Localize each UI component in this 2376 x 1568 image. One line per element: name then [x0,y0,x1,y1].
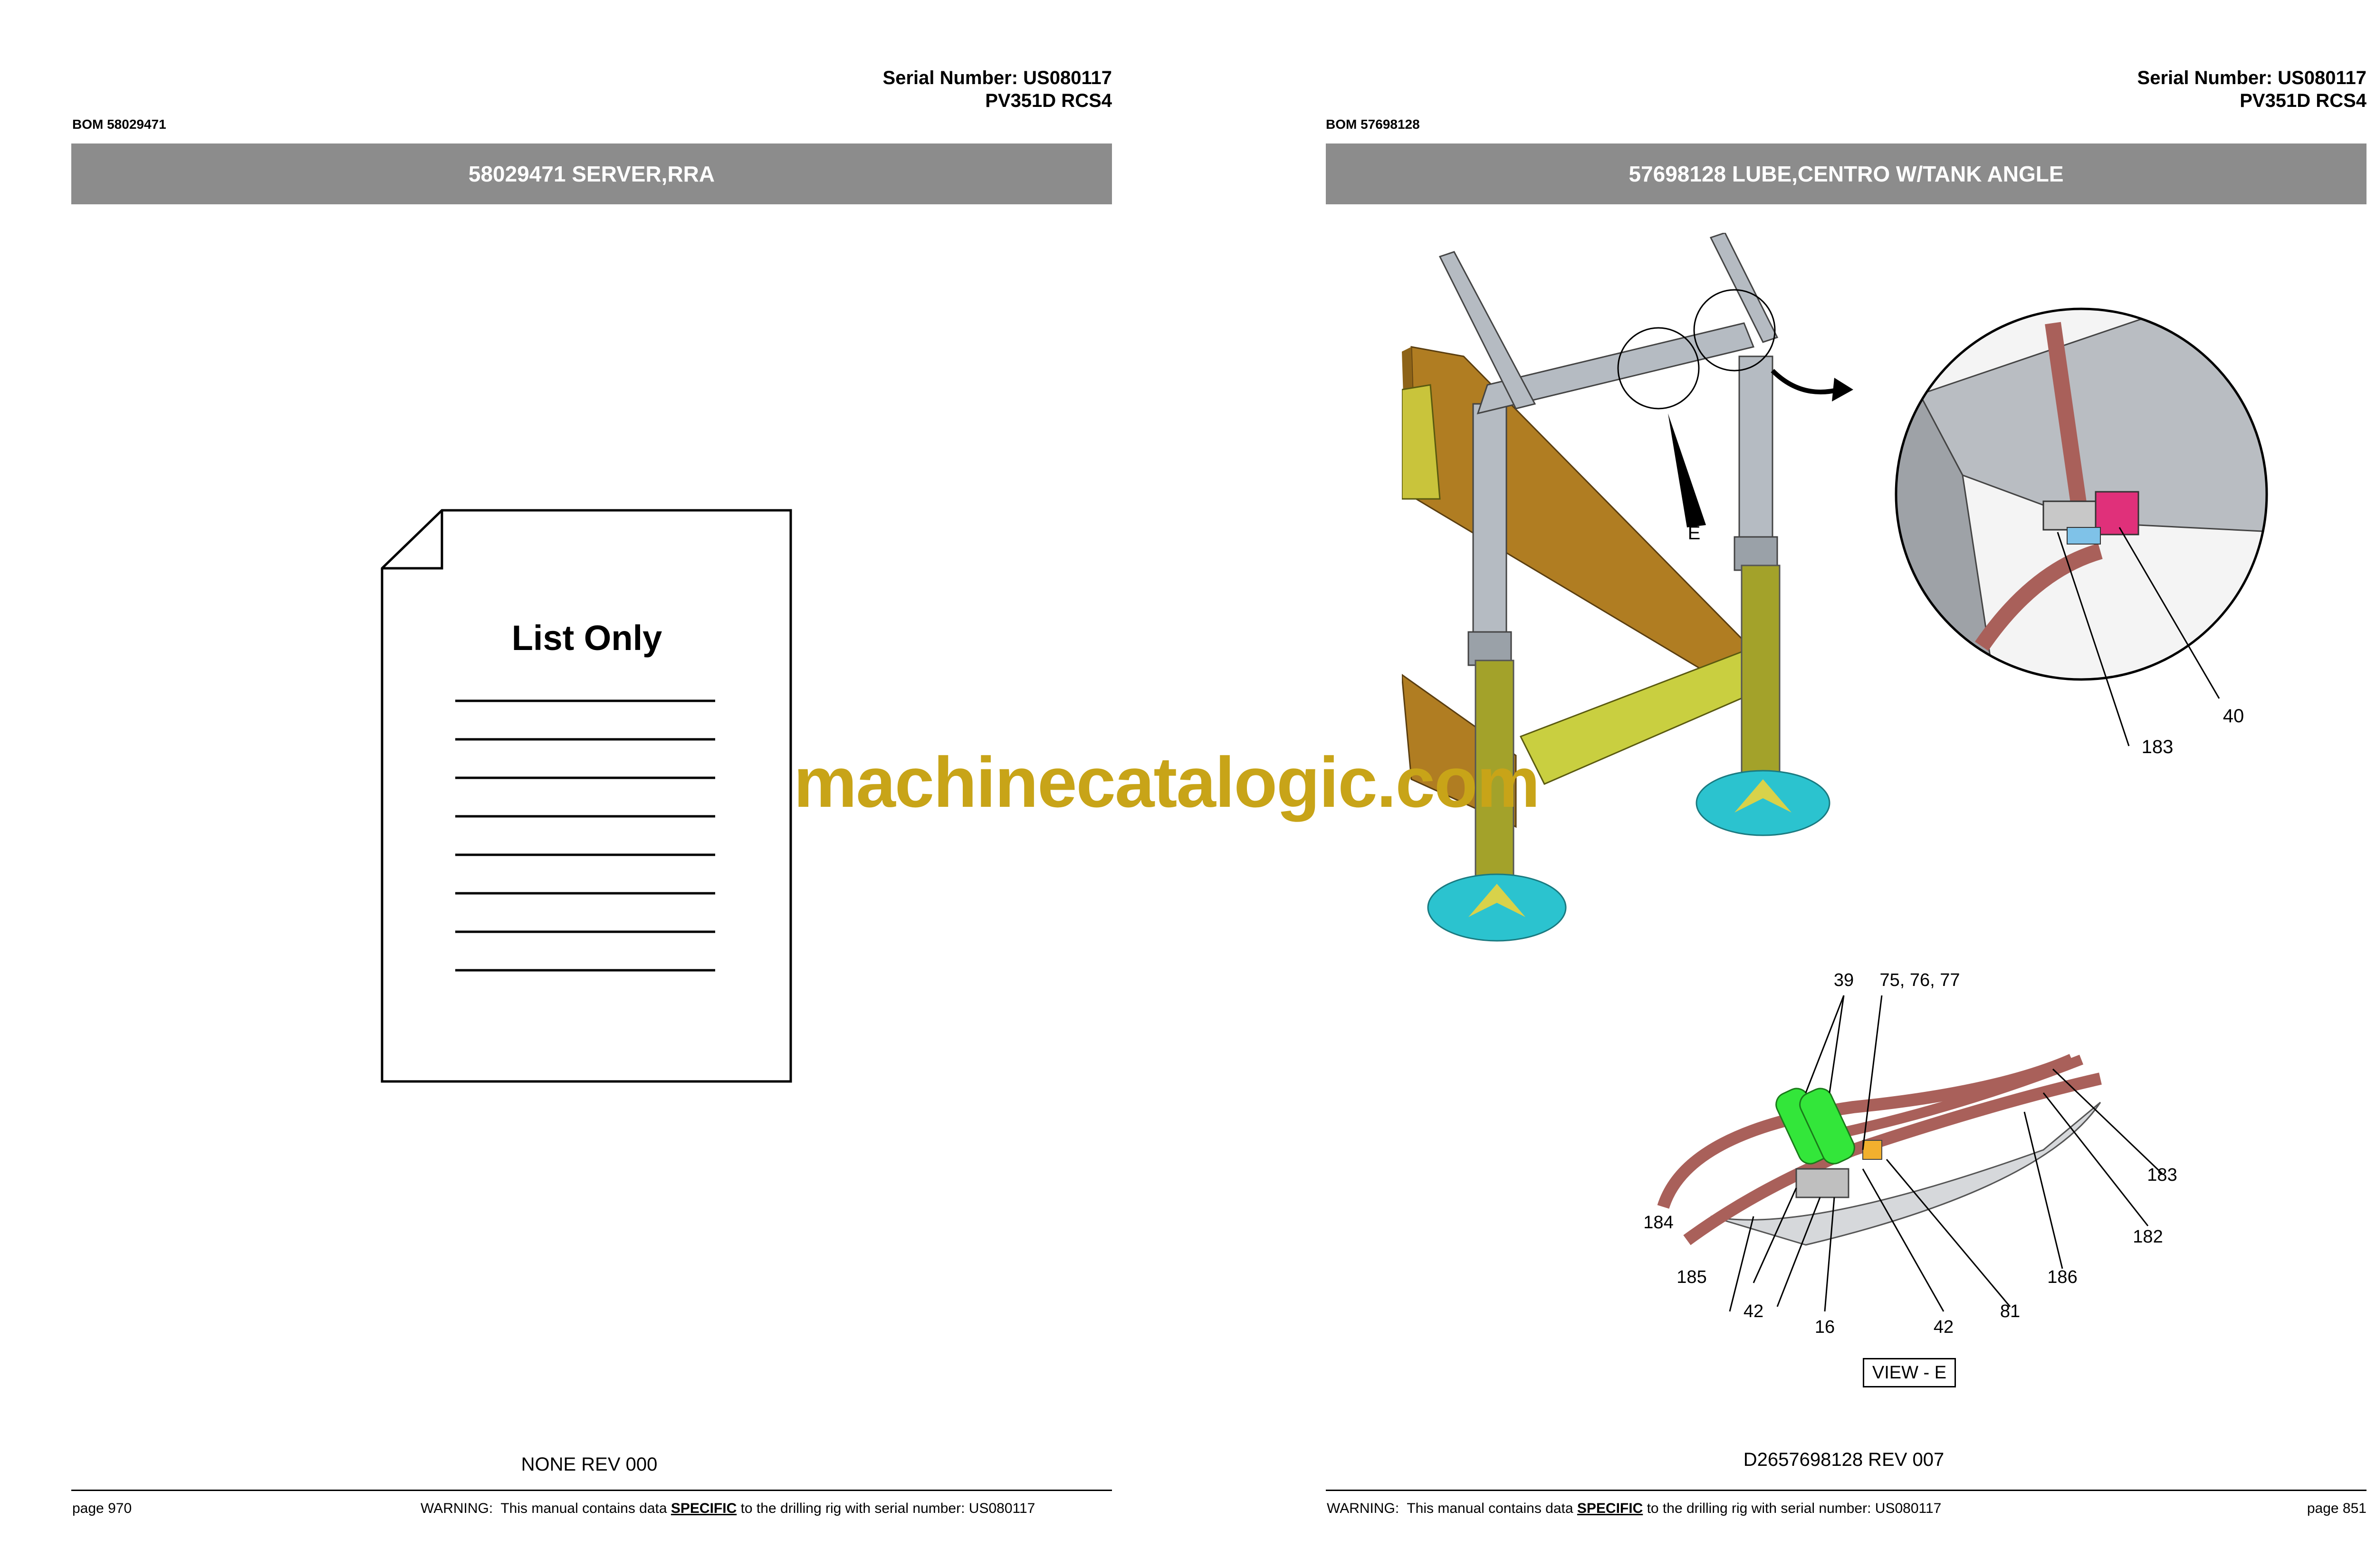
list-lines [455,699,715,972]
left-drawing-rev: NONE REV 000 [521,1454,658,1475]
detail-magnified-view: 40 183 [1891,304,2281,760]
callout-183: 183 [2147,1165,2177,1185]
detail-callout-183: 183 [2142,736,2174,757]
view-e-leader-lines [1729,995,2163,1312]
right-warning-emphasis: SPECIFIC [1577,1501,1643,1516]
list-only-label: List Only [511,618,662,658]
right-title-banner: 57698128 LUBE,CENTRO W/TANK ANGLE [1326,143,2366,204]
right-drawing-rev: D2657698128 REV 007 [1743,1449,1945,1470]
callout-186: 186 [2047,1267,2077,1287]
callout-184: 184 [1643,1213,1673,1233]
view-e-illustration: 39 75, 76, 77 183 184 182 185 186 42 81 … [1616,950,2233,1397]
left-model: PV351D RCS4 [985,90,1112,111]
view-e-pointer [1668,413,1706,527]
right-page-number: page 851 [2307,1501,2366,1516]
left-footer-rule [71,1490,1112,1491]
callout-182: 182 [2133,1227,2163,1247]
left-bom-number: BOM 58029471 [72,117,166,132]
watermark: machinecatalogic.com [794,742,1540,822]
right-serial-number: Serial Number: US080117 [2137,67,2366,88]
left-warning: WARNING: This manual contains data SPECI… [421,1501,1035,1517]
right-warning-suffix: to the drilling rig with serial number: … [1643,1501,1942,1516]
left-warning-emphasis: SPECIFIC [671,1501,737,1516]
callout-42-left: 42 [1744,1301,1763,1321]
callout-185: 185 [1677,1267,1706,1287]
callout-81: 81 [2000,1301,2020,1321]
right-warning-prefix: WARNING: This manual contains data [1327,1501,1577,1516]
left-serial-number: Serial Number: US080117 [882,67,1112,88]
right-bom-number: BOM 57698128 [1326,117,1420,132]
left-title-banner: 58029471 SERVER,RRA [71,143,1112,204]
left-warning-suffix: to the drilling rig with serial number: … [737,1501,1035,1516]
callout-75-76-77: 75, 76, 77 [1879,970,1960,990]
callout-42-right: 42 [1934,1317,1954,1337]
right-warning: WARNING: This manual contains data SPECI… [1327,1501,1941,1517]
left-page-number: page 970 [72,1501,132,1516]
right-model: PV351D RCS4 [2240,90,2366,111]
left-warning-prefix: WARNING: This manual contains data [421,1501,671,1516]
right-footer-rule [1326,1490,2366,1491]
lube-frame-illustration: E [1401,232,1901,993]
view-e-label: VIEW - E [1863,1358,1956,1387]
detail-callout-40: 40 [2223,706,2244,727]
view-e-marker: E [1688,523,1701,544]
callout-39: 39 [1834,970,1854,990]
callout-16: 16 [1815,1317,1835,1337]
list-only-document-icon: List Only [380,508,794,1083]
